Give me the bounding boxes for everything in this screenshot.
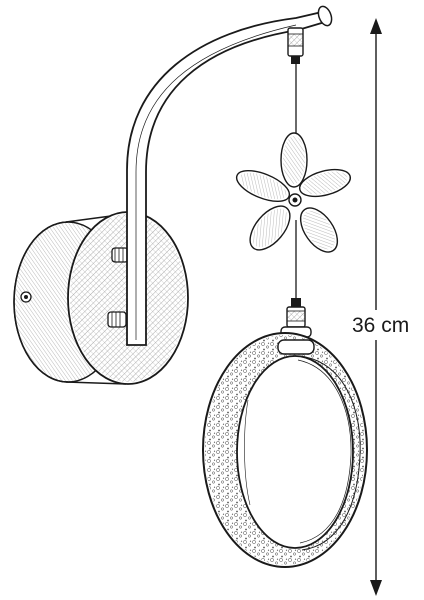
dimension-label: 36 cm [352,314,410,337]
mounting-screw-lower [107,311,127,328]
mounting-screw-upper [111,247,129,263]
flower-ornament [235,132,352,253]
height-dimension [349,18,417,596]
curved-arm [126,5,333,346]
arrow-down-icon [370,580,382,596]
upper-connector [287,27,304,64]
lower-connector [280,298,312,338]
arrow-up-icon [370,18,382,34]
ring-shade [202,332,368,568]
